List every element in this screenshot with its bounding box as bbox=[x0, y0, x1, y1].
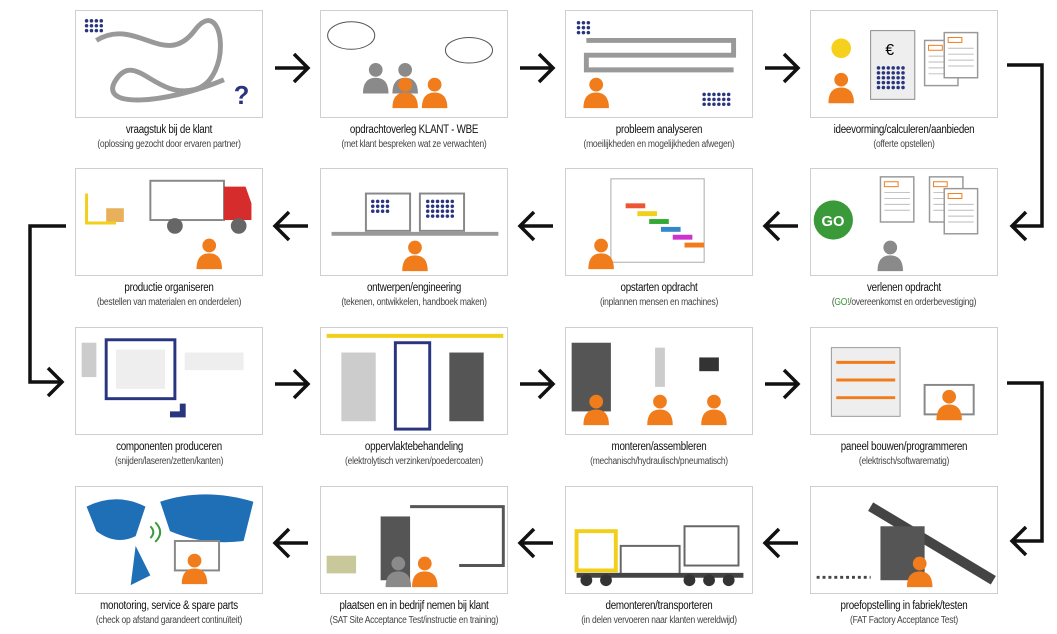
step-illustration bbox=[320, 10, 508, 118]
step-subtitle: (offerte opstellen) bbox=[873, 139, 935, 150]
step-subtitle: (in delen vervoeren naar klanten wereldw… bbox=[581, 615, 737, 626]
step-subtitle: (moeilijkheden en mogelijkheden afwegen) bbox=[583, 139, 735, 150]
step-illustration bbox=[75, 327, 263, 435]
step-caption: demonteren/transporteren (in delen vervoe… bbox=[529, 600, 789, 626]
step-subtitle: (inplannen mensen en machines) bbox=[599, 297, 719, 308]
person-icon bbox=[936, 389, 962, 421]
step-caption: paneel bouwen/programmeren (elektrisch/so… bbox=[774, 441, 1034, 467]
step-caption: ontwerpen/engineering (tekenen, ontwikkel… bbox=[284, 282, 544, 308]
step-illustration bbox=[565, 10, 753, 118]
step-illustration bbox=[565, 168, 753, 276]
subtitle-part: /overeenkomst en orderbevestiging) bbox=[849, 297, 977, 308]
step-caption: componenten produceren (snijden/laseren/z… bbox=[39, 441, 299, 467]
step-caption: monotoring, service & spare parts (check … bbox=[39, 600, 299, 626]
person-icon bbox=[421, 77, 448, 109]
step-illustration bbox=[75, 486, 263, 594]
step-illustration bbox=[320, 486, 508, 594]
step-subtitle: (snijden/laseren/zetten/kanten) bbox=[114, 456, 224, 467]
person-icon bbox=[583, 394, 609, 426]
step-title: opstarten opdracht bbox=[620, 282, 698, 294]
step-title: componenten produceren bbox=[116, 441, 222, 453]
svg-text:€: € bbox=[885, 42, 894, 59]
step-subtitle: (tekenen, ontwikkelen, handboek maken) bbox=[341, 297, 487, 308]
person-icon bbox=[647, 394, 673, 426]
step-subtitle: (SAT Site Acceptance Test/instructie en … bbox=[329, 615, 499, 626]
person-icon bbox=[181, 553, 208, 585]
arrow-right-icon bbox=[275, 52, 311, 84]
arrow-left-icon bbox=[762, 210, 798, 242]
step-caption: plaatsen en in bedrijf nemen bij klant (S… bbox=[284, 600, 544, 626]
step-illustration: GO bbox=[810, 168, 998, 276]
step-caption: ideevorming/calculeren/aanbieden (offerte… bbox=[774, 124, 1034, 150]
connector-arrow-icon bbox=[1007, 381, 1044, 557]
step-illustration bbox=[810, 486, 998, 594]
step-title: productie organiseren bbox=[124, 282, 214, 294]
step-caption: productie organiseren (bestellen van mate… bbox=[39, 282, 299, 308]
arrow-left-icon bbox=[272, 210, 308, 242]
arrow-right-icon bbox=[520, 368, 556, 400]
arrow-left-icon bbox=[762, 527, 798, 559]
step-caption: oppervlaktebehandeling (elektrolytisch ve… bbox=[284, 441, 544, 467]
step-illustration bbox=[320, 327, 508, 435]
step-caption: opdrachtoverleg KLANT - WBE (met klant be… bbox=[284, 124, 544, 150]
person-icon bbox=[412, 556, 438, 588]
person-icon bbox=[402, 240, 428, 272]
step-title: plaatsen en in bedrijf nemen bij klant bbox=[339, 600, 489, 612]
step-subtitle: (FAT Factory Acceptance Test) bbox=[850, 615, 958, 626]
person-icon bbox=[588, 238, 614, 270]
arrow-right-icon bbox=[520, 52, 556, 84]
step-title: oppervlaktebehandeling bbox=[364, 441, 464, 453]
step-subtitle: (elektrisch/softwarematig) bbox=[858, 456, 950, 467]
step-illustration bbox=[565, 327, 753, 435]
arrow-left-icon bbox=[517, 527, 553, 559]
connector-arrow-icon bbox=[28, 224, 66, 398]
step-title: monotoring, service & spare parts bbox=[100, 600, 238, 612]
step-caption: vraagstuk bij de klant (oplossing gezocht… bbox=[39, 124, 299, 150]
arrow-left-icon bbox=[517, 210, 553, 242]
go-highlight: GO! bbox=[834, 297, 850, 308]
step-illustration bbox=[810, 327, 998, 435]
person-icon bbox=[583, 77, 609, 109]
person-icon bbox=[701, 394, 727, 426]
person-icon bbox=[392, 77, 418, 109]
person-icon bbox=[828, 72, 854, 104]
step-caption: proefopstelling in fabriek/testen (FAT Fa… bbox=[774, 600, 1034, 626]
step-title: demonteren/transporteren bbox=[605, 600, 713, 612]
step-caption: probleem analyseren (moeilijkheden en mog… bbox=[529, 124, 789, 150]
step-subtitle: (mechanisch/hydraulisch/pneumatisch) bbox=[590, 456, 728, 467]
step-illustration bbox=[75, 168, 263, 276]
step-illustration: ? bbox=[75, 10, 263, 118]
step-caption: verlenen opdracht (GO!/overeenkomst en or… bbox=[774, 282, 1034, 308]
step-title: paneel bouwen/programmeren bbox=[840, 441, 968, 453]
person-icon bbox=[196, 238, 222, 270]
step-title: verlenen opdracht bbox=[867, 282, 941, 294]
step-subtitle: (GO!/overeenkomst en orderbevestiging) bbox=[794, 297, 1015, 308]
step-title: monteren/assembleren bbox=[611, 441, 707, 453]
step-subtitle: (bestellen van materialen en onderdelen) bbox=[96, 297, 242, 308]
go-badge: GO bbox=[822, 214, 845, 230]
step-caption: opstarten opdracht (inplannen mensen en m… bbox=[529, 282, 789, 308]
step-illustration bbox=[320, 168, 508, 276]
svg-text:?: ? bbox=[234, 82, 250, 110]
step-illustration bbox=[565, 486, 753, 594]
arrow-right-icon bbox=[765, 368, 801, 400]
step-title: proefopstelling in fabriek/testen bbox=[840, 600, 968, 612]
subtitle-part: ( bbox=[831, 297, 835, 308]
arrow-right-icon bbox=[765, 52, 801, 84]
step-title: ontwerpen/engineering bbox=[366, 282, 462, 294]
step-subtitle: (met klant bespreken wat ze verwachten) bbox=[341, 139, 487, 150]
step-illustration: € bbox=[810, 10, 998, 118]
step-title: probleem analyseren bbox=[615, 124, 703, 136]
person-icon bbox=[906, 556, 933, 588]
step-subtitle: (check op afstand garandeert continuïtei… bbox=[95, 615, 243, 626]
step-subtitle: (oplossing gezocht door ervaren partner) bbox=[97, 139, 241, 150]
arrow-right-icon bbox=[275, 368, 311, 400]
arrow-left-icon bbox=[272, 527, 308, 559]
connector-arrow-icon bbox=[1007, 63, 1044, 242]
step-caption: monteren/assembleren (mechanisch/hydrauli… bbox=[529, 441, 789, 467]
step-title: ideevorming/calculeren/aanbieden bbox=[833, 124, 975, 136]
step-title: vraagstuk bij de klant bbox=[125, 124, 213, 136]
step-subtitle: (elektrolytisch verzinken/poedercoaten) bbox=[345, 456, 483, 467]
step-title: opdrachtoverleg KLANT - WBE bbox=[349, 124, 479, 136]
